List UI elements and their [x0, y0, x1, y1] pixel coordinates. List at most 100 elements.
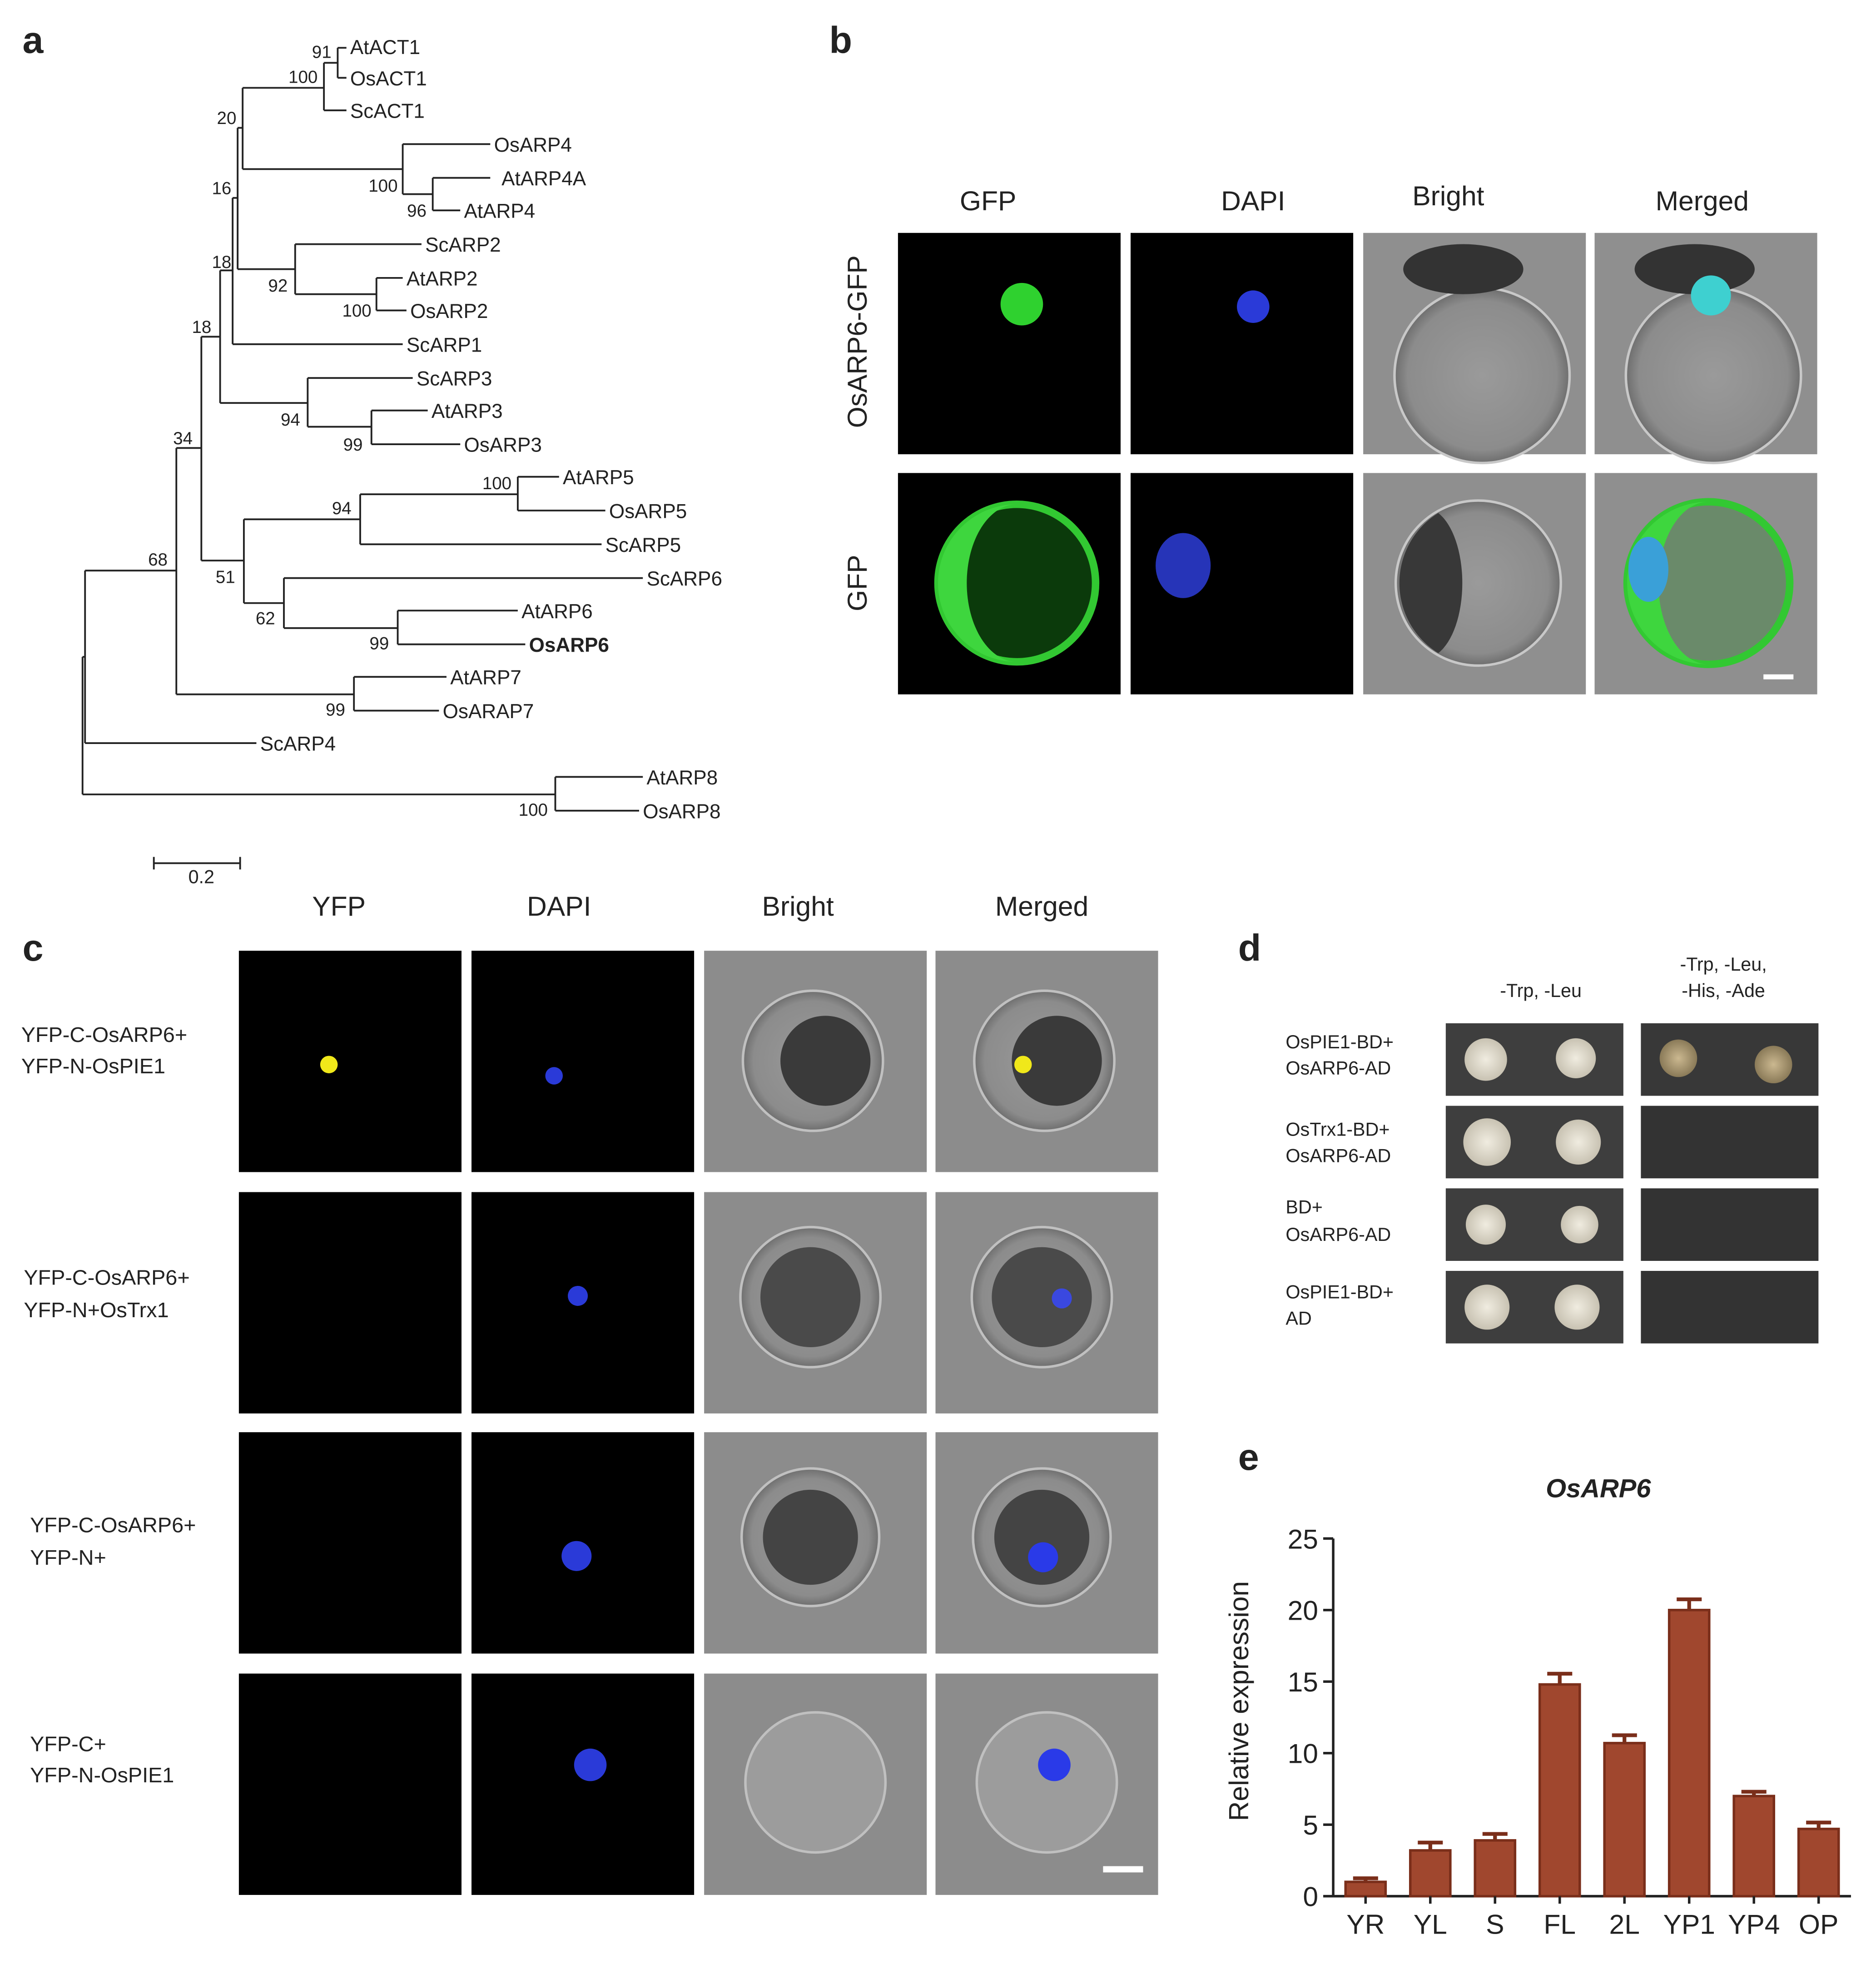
col-header-dapi: DAPI: [1221, 185, 1285, 216]
colony: [1659, 1039, 1697, 1077]
nucleus-dapi: [561, 1541, 592, 1571]
y-tick-label: 15: [1288, 1666, 1318, 1697]
col-header-bright: Bright: [1412, 180, 1484, 211]
bar: [1538, 1683, 1581, 1898]
bar: [1732, 1795, 1776, 1898]
micrograph-gfp-osarp6: [898, 233, 1121, 455]
y-axis-label: Relative expression: [1223, 1581, 1254, 1821]
bootstrap-value: 99: [343, 435, 363, 455]
leaf-label: ScARP3: [417, 368, 492, 390]
cell-outline: [744, 1711, 887, 1854]
bootstrap-value: 51: [216, 568, 235, 587]
row-label-line2: YFP-N-OsPIE1: [30, 1763, 174, 1787]
panel-label-c: c: [23, 927, 44, 969]
chloroplast-cluster: [1399, 513, 1463, 653]
merged-nucleus: [1691, 275, 1731, 316]
micrograph-yfp: [238, 951, 462, 1172]
leaf-label: OsARP8: [643, 800, 720, 823]
colony: [1463, 1118, 1511, 1166]
bootstrap-value: 92: [268, 276, 288, 296]
bootstrap-value: 100: [482, 474, 511, 493]
merged-signal: [1014, 1056, 1032, 1073]
col-header-dapi: DAPI: [527, 891, 591, 922]
colony: [1464, 1038, 1507, 1081]
row-label-line2: OsARP6-AD: [1285, 1145, 1391, 1166]
leaf-label-highlight: OsARP6: [529, 634, 609, 656]
leaf-label: AtARP4: [464, 200, 535, 223]
col-header-bright: Bright: [762, 891, 834, 922]
colony: [1465, 1205, 1506, 1245]
chloroplast-cluster: [763, 1489, 858, 1585]
chloroplast-cluster: [780, 1016, 871, 1106]
bootstrap-value: 94: [332, 499, 352, 518]
micrograph-yfp: [238, 1192, 462, 1413]
panel-d-plates: [1445, 1023, 1819, 1344]
cytoplasm-gfp: [938, 504, 1017, 662]
leaf-label: AtARP2: [407, 268, 478, 290]
leaf-label: ScARP1: [407, 334, 482, 356]
leaf-label: AtACT1: [350, 36, 420, 59]
panel-b-images: [898, 233, 1817, 694]
x-tick-label: YP1: [1663, 1909, 1715, 1939]
plate-sd4-row2: [1641, 1106, 1819, 1179]
leaf-label: AtARP5: [563, 466, 634, 489]
bootstrap-value: 18: [212, 253, 232, 272]
leaf-label: ScACT1: [350, 100, 425, 122]
y-tick-label: 5: [1303, 1810, 1318, 1840]
row-label-line2: YFP-N-OsPIE1: [21, 1054, 165, 1078]
panel-c-row-labels: YFP-C-OsARP6+ YFP-N-OsPIE1 YFP-C-OsARP6+…: [21, 1023, 196, 1787]
row-label-line1: YFP-C-OsARP6+: [30, 1513, 196, 1537]
panel-d-row-labels: OsPIE1-BD+ OsARP6-AD OsTrx1-BD+ OsARP6-A…: [1285, 1032, 1394, 1329]
chloroplast-cluster: [760, 1247, 861, 1347]
merged-nucleus: [1628, 536, 1668, 602]
leaf-label: ScARP2: [425, 234, 501, 256]
bootstrap-value: 18: [192, 317, 211, 337]
leaf-label: AtARP6: [521, 600, 593, 623]
micrograph-yfp: [238, 1673, 462, 1895]
x-tick-label: FL: [1543, 1909, 1576, 1939]
micrograph-dapi: [471, 951, 695, 1172]
colony: [1464, 1285, 1510, 1330]
bootstrap-value: 99: [326, 700, 345, 720]
yfp-signal: [320, 1056, 338, 1073]
y-tick-label: 25: [1288, 1523, 1318, 1554]
x-tick-label: 2L: [1609, 1909, 1640, 1939]
panel-c-headers: YFP DAPI Bright Merged: [312, 891, 1088, 922]
chloroplast-cluster: [994, 1489, 1090, 1585]
cell-outline: [1393, 287, 1571, 465]
micrograph-dapi-osarp6: [1131, 233, 1354, 455]
chloroplast-cluster: [1012, 1016, 1102, 1106]
leaf-label: OsACT1: [350, 68, 427, 90]
bootstrap-value: 96: [407, 201, 427, 221]
bootstrap-value: 91: [312, 42, 332, 62]
leaf-label: AtARP3: [432, 400, 503, 422]
tree-labels: AtACT1 OsACT1 ScACT1 OsARP4 AtARP4A AtAR…: [260, 36, 722, 823]
bootstrap-value: 16: [212, 179, 232, 198]
leaf-label: OsARP5: [609, 501, 687, 523]
y-tick-label: 20: [1288, 1595, 1318, 1626]
row-label-line1: YFP-C-OsARP6+: [24, 1265, 189, 1289]
col-header-yfp: YFP: [312, 891, 366, 922]
x-tick-label: YP4: [1728, 1909, 1780, 1939]
bootstrap-value: 94: [281, 410, 300, 430]
micrograph-yfp: [238, 1432, 462, 1654]
row-label-line1: OsPIE1-BD+: [1285, 1032, 1394, 1052]
nucleus-dapi: [1156, 533, 1211, 598]
chloroplast-cluster: [992, 1247, 1092, 1347]
nucleus-dapi: [545, 1067, 563, 1085]
nucleus-signal: [1000, 283, 1043, 326]
scale-bar: [1103, 1866, 1143, 1873]
nucleus-dapi: [568, 1286, 588, 1306]
merged-nucleus: [1038, 1748, 1071, 1781]
leaf-label: AtARP7: [450, 667, 521, 689]
row-label-line2: OsARP6-AD: [1285, 1224, 1391, 1245]
colony: [1561, 1205, 1598, 1244]
panel-b-headers: GFP DAPI Bright Merged: [960, 180, 1749, 216]
colony: [1556, 1038, 1596, 1079]
panel-label-e: e: [1238, 1436, 1259, 1478]
colony: [1554, 1285, 1600, 1330]
merged-nucleus: [1052, 1288, 1072, 1309]
leaf-label: ScARP4: [260, 733, 336, 755]
